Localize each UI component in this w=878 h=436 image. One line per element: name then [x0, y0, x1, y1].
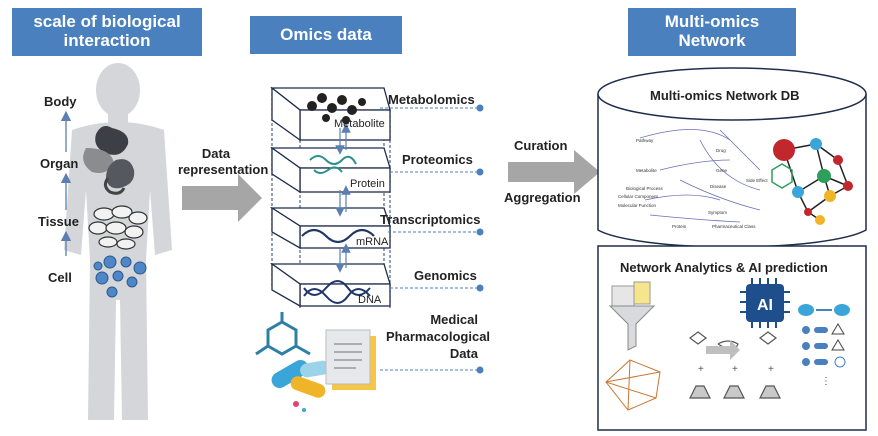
protein-structure-icon [309, 155, 357, 174]
header-scale-text: scale of biological interaction [33, 12, 181, 50]
curation-aggregation-arrow [508, 150, 600, 194]
data-representation-arrow [182, 174, 262, 222]
svg-text:+: + [698, 364, 704, 375]
data-representation-label: Data representation [178, 146, 269, 178]
drug-interaction-icon: ⋮ [798, 304, 850, 387]
network-db-title: Multi-omics Network DB [650, 88, 800, 103]
layer-label-protein: Protein [350, 178, 385, 190]
graph-node-biological-process: Biological Process [626, 186, 664, 191]
pills-icon [271, 360, 330, 412]
header-network-text: Multi-omics Network [664, 12, 760, 50]
metabolite-molecule-icon [307, 93, 366, 124]
omics-label-metabolomics: Metabolomics [388, 92, 475, 107]
omics-layer-stack [269, 86, 391, 310]
header-omics-text: Omics data [280, 24, 372, 44]
tissue-icon [88, 205, 148, 250]
curation-label: Curation [514, 138, 568, 153]
svg-text:+: + [768, 364, 774, 375]
graph-node-metabolite: Metabolite [636, 168, 657, 173]
funnel-icon [608, 281, 656, 351]
graph-node-cellular-component: Cellular Component [618, 194, 659, 199]
organs-icon [83, 126, 135, 195]
scale-label-tissue: Tissue [38, 214, 79, 229]
transform-arrow [706, 340, 740, 360]
documents-icon [325, 329, 376, 390]
graph-node-pharmaceutical-class: Pharmaceutical Class [712, 224, 756, 229]
scale-label-organ: Organ [40, 156, 79, 171]
svg-text:+: + [732, 364, 738, 375]
graph-node-symptom: Symptom [708, 210, 727, 215]
scale-label-body: Body [44, 94, 77, 109]
scale-label-cell: Cell [48, 270, 72, 285]
graph-node-side-effect: Side Effect [746, 178, 768, 183]
ai-chip-icon: AI [740, 278, 790, 328]
layer-label-mrna: mRNA [356, 236, 389, 248]
graph-node-pathway: Pathway [636, 138, 654, 143]
graph-node-drug: Drug [716, 148, 726, 153]
aggregation-label: Aggregation [504, 190, 581, 205]
header-scale: scale of biological interaction [12, 8, 202, 56]
analytics-title: Network Analytics & AI prediction [620, 260, 828, 275]
graph-node-protein: Protein [672, 224, 687, 229]
chemical-structure-icon [255, 312, 311, 356]
omics-connectors [380, 107, 478, 371]
colored-network-icon [771, 138, 853, 225]
graph-node-molecular-function: Molecular Function [618, 203, 657, 208]
graph-node-gene: Gene [716, 168, 728, 173]
knowledge-graph-icon: Pathway Metabolite Cellular Component Mo… [618, 129, 768, 229]
layer-label-dna: DNA [358, 294, 382, 306]
omics-connector-dots [476, 104, 484, 374]
omics-label-proteomics: Proteomics [402, 152, 473, 167]
header-omics: Omics data [250, 16, 402, 54]
layer-label-metabolite: Metabolite [334, 118, 385, 130]
header-network: Multi-omics Network [628, 8, 796, 56]
cells-icon [93, 255, 147, 298]
analytics-panel [597, 245, 867, 431]
layer-link-arrows [335, 123, 351, 273]
omics-label-genomics: Genomics [414, 268, 477, 283]
dna-helix-icon [303, 280, 371, 304]
mrna-strand-icon [301, 228, 375, 244]
omics-label-transcriptomics: Transcriptomics [380, 212, 481, 227]
ai-chip-label: AI [757, 297, 773, 314]
molecule-network-icon [605, 359, 661, 411]
svg-text:⋮: ⋮ [821, 376, 831, 387]
omics-label-medical-pharmacological: Medical Pharmacological Data [386, 312, 491, 361]
graph-node-disease: Disease [710, 184, 727, 189]
compound-flasks-icon: + + + [689, 331, 781, 399]
